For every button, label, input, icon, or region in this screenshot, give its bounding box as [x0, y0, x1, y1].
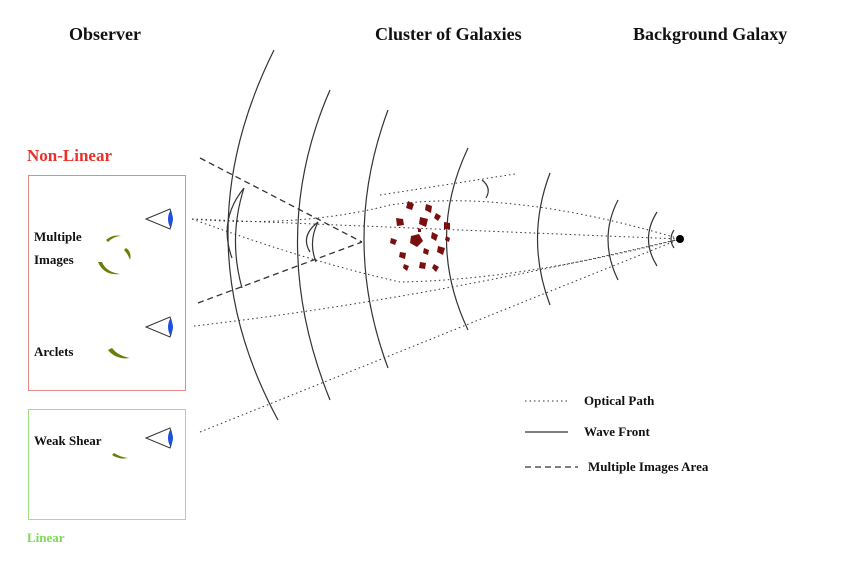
- linear-box: [28, 409, 186, 520]
- cluster-galaxy: [418, 228, 421, 232]
- wave-front-fold-right: [305, 221, 319, 263]
- multiple-images-label-line1: Multiple: [34, 229, 82, 244]
- cluster-galaxy: [434, 213, 441, 221]
- background-galaxy-header: Background Galaxy: [633, 24, 788, 44]
- optical-path-top-arc: [379, 173, 516, 196]
- multiple-image-arc: [124, 248, 131, 260]
- optical-path-upper: [191, 218, 681, 240]
- cluster-galaxy: [406, 201, 414, 210]
- weak-shear-label: Weak Shear: [34, 433, 102, 448]
- wave-front-fold-left: [226, 187, 245, 289]
- wave-front-kink: [481, 179, 489, 199]
- cluster-galaxy: [445, 236, 450, 242]
- optical-path-weak: [199, 238, 681, 433]
- multiple-image-arc: [106, 235, 121, 242]
- cluster-header: Cluster of Galaxies: [375, 24, 522, 44]
- multiple-image-arc: [98, 262, 120, 275]
- wave-front-3: [607, 199, 619, 281]
- cluster-galaxy: [403, 264, 409, 271]
- cluster-galaxy: [396, 218, 404, 226]
- wave-front-8: [227, 49, 279, 421]
- cluster-galaxy: [419, 217, 428, 227]
- cluster-galaxy: [419, 262, 426, 269]
- legend-optical-path-label: Optical Path: [584, 393, 655, 408]
- nonlinear-title: Non-Linear: [27, 146, 112, 165]
- legend-samples: [525, 400, 578, 468]
- cluster-galaxy: [425, 204, 432, 213]
- cluster-galaxy: [432, 264, 439, 272]
- wave-front-4: [536, 172, 551, 306]
- optical-path-arclet: [193, 238, 681, 327]
- arclets-label: Arclets: [34, 344, 74, 359]
- weak-shear-arc: [112, 453, 128, 459]
- wave-front-7: [296, 89, 331, 401]
- legend-multiple-images-area-label: Multiple Images Area: [588, 459, 709, 474]
- cluster-galaxy: [437, 246, 445, 255]
- optical-paths: [191, 173, 681, 433]
- linear-title: Linear: [27, 530, 65, 545]
- multiple-images-area-top: [199, 157, 363, 243]
- optical-path-upper-bent: [191, 200, 681, 240]
- wave-fronts: [226, 49, 675, 421]
- eye-icon: [144, 316, 173, 338]
- wave-front-2: [647, 211, 658, 267]
- multiple-images-area-bottom: [197, 241, 363, 304]
- legend-wave-front-label: Wave Front: [584, 424, 650, 439]
- cluster-galaxy: [444, 222, 450, 229]
- arclet-arc: [108, 348, 130, 359]
- eye-icon: [144, 208, 173, 230]
- optical-path-lower-bent: [191, 218, 681, 283]
- multiple-images-area: [197, 157, 363, 304]
- nonlinear-box: [28, 175, 186, 391]
- cluster-galaxy: [423, 248, 429, 255]
- cluster-galaxy: [399, 252, 406, 259]
- cluster-galaxy: [410, 234, 423, 247]
- multiple-images-label-line2: Images: [34, 252, 74, 267]
- wave-front-6: [363, 109, 389, 369]
- observer-header: Observer: [69, 24, 141, 44]
- galaxy-dot-icon: [676, 235, 684, 243]
- cluster-galaxy: [390, 238, 397, 245]
- cluster-galaxy: [431, 232, 438, 241]
- wave-front-1: [670, 229, 675, 249]
- eye-icon: [144, 427, 173, 449]
- lensed-images: [98, 235, 131, 459]
- cluster-galaxies: [390, 201, 450, 272]
